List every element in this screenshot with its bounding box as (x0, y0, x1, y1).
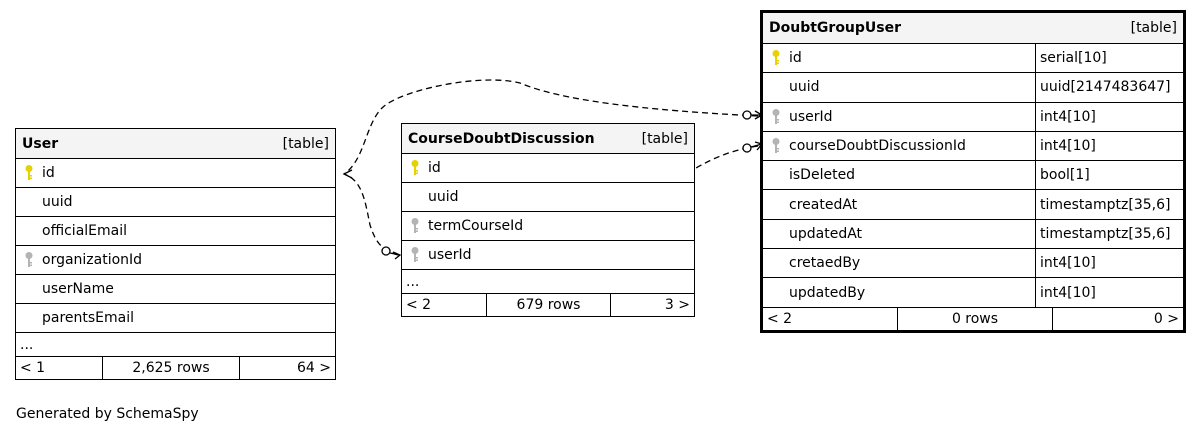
foreign-key-icon (16, 251, 42, 269)
foreign-key-icon (763, 137, 789, 155)
column-name: organizationId (42, 252, 143, 268)
column-row-uuid[interactable]: uuid (402, 183, 694, 212)
column-row-id[interactable]: id (16, 159, 335, 188)
crowsfoot-doubtgroupuser-userid (742, 110, 764, 120)
column-name: uuid (789, 79, 820, 96)
column-name: cretaedBy (789, 255, 861, 272)
table-footer: < 2 679 rows 3 > (402, 294, 694, 316)
table-footer: < 1 2,625 rows 64 > (16, 357, 335, 379)
column-name: updatedAt (789, 225, 863, 242)
column-name: userId (789, 108, 833, 125)
prev-link[interactable]: < 1 (16, 357, 103, 379)
next-link[interactable]: 64 > (297, 360, 331, 376)
column-type: int4[10] (1035, 278, 1183, 307)
table-kind: [table] (1130, 20, 1177, 36)
column-row-id[interactable]: id serial[10] (763, 44, 1183, 74)
column-type: timestamptz[35,6] (1035, 219, 1183, 249)
more-columns: ... (402, 270, 694, 294)
column-row-userName[interactable]: userName (16, 275, 335, 304)
column-name: termCourseId (428, 218, 524, 234)
primary-key-icon (763, 49, 789, 67)
generated-by-label: Generated by SchemaSpy (16, 406, 199, 422)
column-row-isDeleted[interactable]: isDeleted bool[1] (763, 161, 1183, 191)
prev-link[interactable]: < 2 (763, 307, 898, 330)
column-type: timestamptz[35,6] (1035, 190, 1183, 219)
column-row-updatedBy[interactable]: updatedBy int4[10] (763, 278, 1183, 308)
column-row-uuid[interactable]: uuid (16, 188, 335, 217)
column-row-userId[interactable]: userId int4[10] (763, 102, 1183, 132)
row-count: 679 rows (487, 294, 611, 316)
column-name: isDeleted (789, 167, 856, 184)
column-name: createdAt (789, 196, 858, 213)
column-row-createdAt[interactable]: createdAt timestamptz[35,6] (763, 190, 1183, 220)
column-row-id[interactable]: id (402, 154, 694, 183)
column-name: updatedBy (789, 284, 866, 301)
column-name: uuid (42, 194, 73, 210)
column-name: officialEmail (42, 223, 127, 239)
foreign-key-icon (402, 246, 428, 264)
column-name: userName (42, 281, 114, 297)
foreign-key-icon (763, 108, 789, 126)
column-row-cretaedBy[interactable]: cretaedBy int4[10] (763, 249, 1183, 279)
table-name[interactable]: User (22, 135, 59, 152)
column-row-updatedAt[interactable]: updatedAt timestamptz[35,6] (763, 219, 1183, 250)
relation-coursedoubt-user (343, 173, 399, 256)
column-type: uuid[2147483647] (1035, 73, 1183, 102)
column-row-userId[interactable]: userId (402, 241, 694, 270)
column-type: serial[10] (1035, 44, 1183, 73)
column-name: id (42, 165, 55, 181)
column-type: int4[10] (1035, 249, 1183, 278)
table-name[interactable]: DoubtGroupUser (769, 20, 902, 36)
relation-doubtgroupuser-user (343, 79, 759, 175)
column-name: id (428, 160, 441, 176)
row-count: 2,625 rows (103, 357, 240, 379)
table-header: CourseDoubtDiscussion [table] (402, 124, 694, 154)
primary-key-icon (16, 164, 42, 182)
column-type: bool[1] (1035, 161, 1183, 190)
prev-link[interactable]: < 2 (402, 294, 487, 316)
column-row-termCourseId[interactable]: termCourseId (402, 212, 694, 241)
column-name: uuid (428, 189, 459, 205)
more-columns: ... (16, 333, 335, 357)
column-type: int4[10] (1035, 102, 1183, 131)
column-name: userId (428, 247, 472, 263)
table-user[interactable]: User [table] id uuid officialEmail organiza… (15, 128, 336, 380)
column-name: id (789, 50, 802, 67)
table-name[interactable]: CourseDoubtDiscussion (408, 130, 595, 147)
foreign-key-icon (402, 217, 428, 235)
column-row-parentsEmail[interactable]: parentsEmail (16, 304, 335, 333)
column-name: parentsEmail (42, 310, 135, 326)
table-course-doubt-discussion[interactable]: CourseDoubtDiscussion [table] id uuid term… (401, 123, 695, 317)
column-type: int4[10] (1035, 131, 1183, 161)
table-kind: [table] (641, 130, 688, 147)
column-row-organizationId[interactable]: organizationId (16, 246, 335, 275)
table-kind: [table] (282, 135, 329, 152)
column-name: courseDoubtDiscussionId (789, 138, 966, 155)
column-row-officialEmail[interactable]: officialEmail (16, 217, 335, 246)
crowsfoot-coursedoubt-userid (381, 246, 402, 260)
next-link[interactable]: 0 > (1153, 310, 1179, 327)
primary-key-icon (402, 159, 428, 177)
table-header: DoubtGroupUser [table] (763, 13, 1183, 44)
column-row-uuid[interactable]: uuid uuid[2147483647] (763, 73, 1183, 103)
relation-doubtgroupuser-coursedoubt (695, 145, 759, 169)
table-footer: < 2 0 rows 0 > (763, 307, 1183, 330)
row-count: 0 rows (898, 307, 1053, 330)
table-header: User [table] (16, 129, 335, 159)
column-row-courseDoubtDiscussionId[interactable]: courseDoubtDiscussionId int4[10] (763, 131, 1183, 162)
next-link[interactable]: 3 > (664, 297, 690, 313)
